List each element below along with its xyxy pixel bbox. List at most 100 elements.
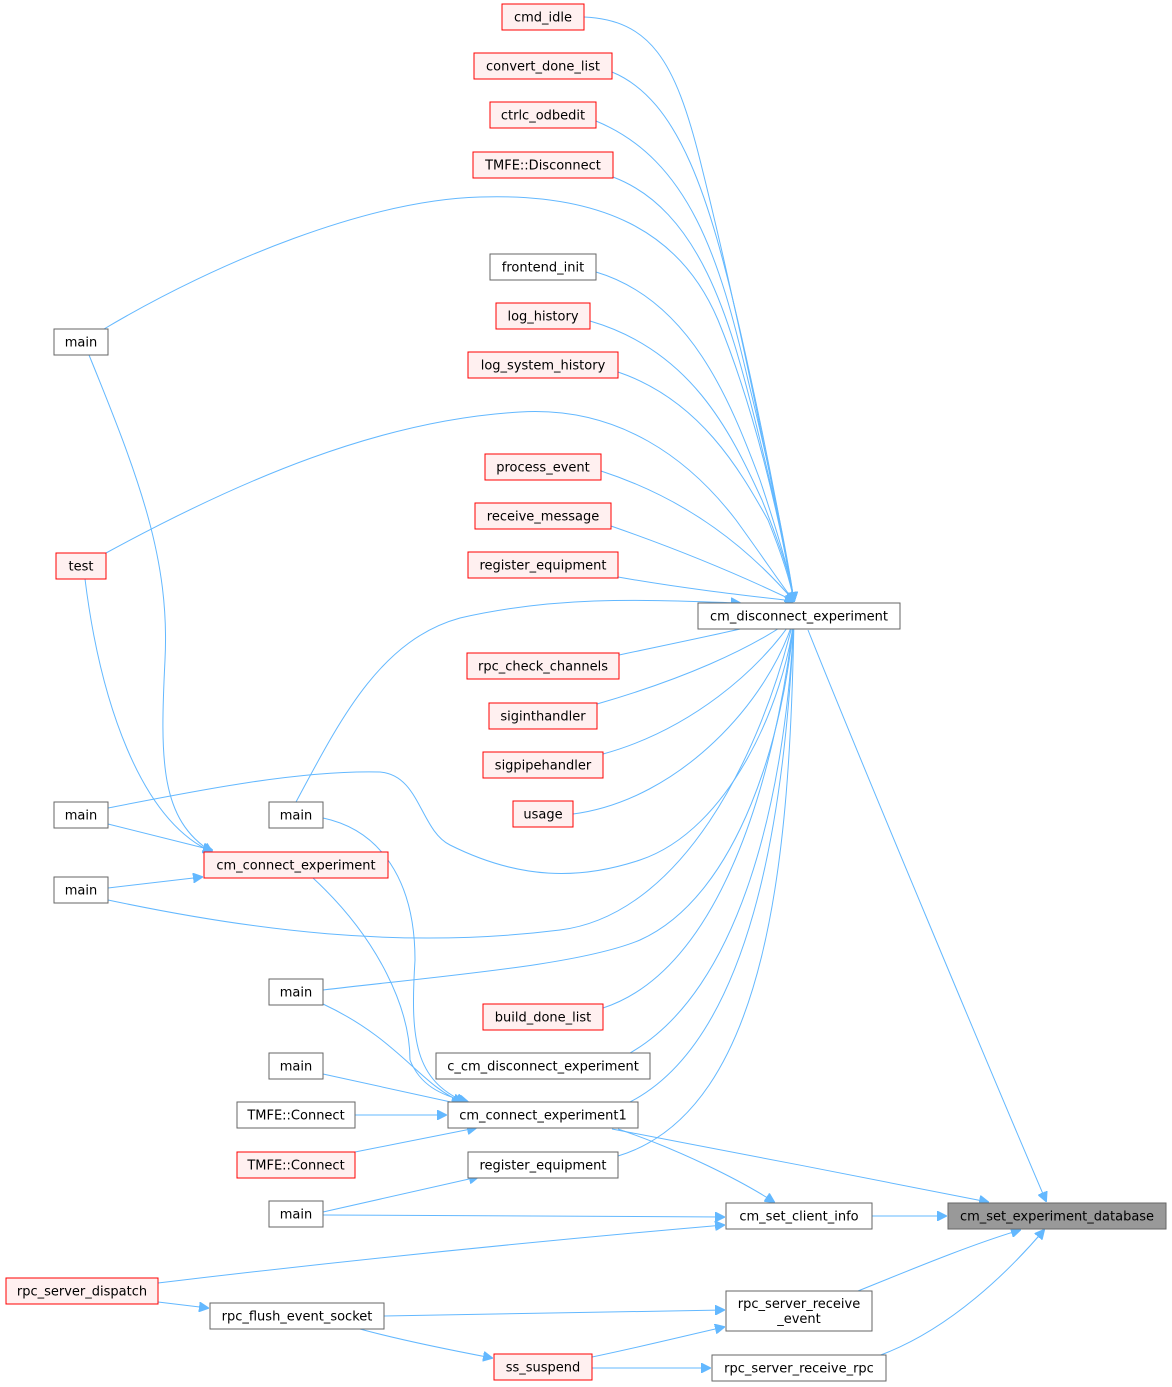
edge-frontend_init-to-cm_disconnect_experiment: [595, 271, 794, 601]
node-log-system-history[interactable]: log_system_history: [467, 351, 619, 379]
node-label: frontend_init: [502, 261, 584, 276]
edge-main_g-to-register_equipment_plain: [322, 1177, 478, 1213]
node-label: siginthandler: [500, 710, 586, 725]
node-label: main: [280, 986, 312, 1001]
node-label: sigpipehandler: [495, 759, 592, 774]
node-label: cm_connect_experiment: [216, 859, 375, 874]
node-label: rpc_server_receive_rpc: [724, 1362, 874, 1377]
node-rpc-server-receive-rpc[interactable]: rpc_server_receive_rpc: [711, 1354, 887, 1382]
node-main-b[interactable]: main: [53, 801, 109, 829]
edge-main_g-to-cm_set_client_info: [322, 1215, 724, 1217]
node-register-equipment-plain[interactable]: register_equipment: [467, 1151, 619, 1179]
node-label: receive_message: [487, 510, 599, 525]
edge-sigpipehandler-to-cm_disconnect_experiment: [602, 618, 794, 755]
node-label: main: [280, 809, 312, 824]
node-label: cmd_idle: [514, 11, 572, 26]
edge-main_d-to-cm_disconnect_experiment: [107, 618, 794, 939]
edge-main_a-to-cm_connect_experiment: [88, 354, 212, 852]
node-log-history[interactable]: log_history: [495, 302, 591, 330]
edge-rpc_flush_event_socket-to-rpc_server_receive_event: [383, 1310, 724, 1317]
node-main-c[interactable]: main: [268, 801, 324, 829]
node-label: register_equipment: [480, 1159, 607, 1174]
node-main-e[interactable]: main: [268, 978, 324, 1006]
edge-cm_connect_experiment1-to-cm_disconnect_experiment: [629, 618, 794, 1103]
edge-main_c-to-cm_connect_experiment1: [322, 817, 465, 1102]
edge-test-to-cm_disconnect_experiment: [105, 411, 794, 601]
node-label: build_done_list: [495, 1011, 592, 1026]
node-rpc-check-channels[interactable]: rpc_check_channels: [466, 652, 620, 680]
node-label: main: [65, 809, 97, 824]
node-ss-suspend[interactable]: ss_suspend: [493, 1353, 593, 1381]
edge-tmfe_connect_red-to-cm_connect_experiment1: [354, 1128, 476, 1153]
node-main-f[interactable]: main: [268, 1052, 324, 1080]
node-rpc-flush-event-socket[interactable]: rpc_flush_event_socket: [209, 1302, 385, 1330]
node-cm-connect-experiment1[interactable]: cm_connect_experiment1: [447, 1101, 639, 1129]
edge-cm_connect_experiment1-to-cm_set_client_info: [617, 1128, 774, 1202]
node-cm-set-experiment-database[interactable]: cm_set_experiment_database: [947, 1202, 1167, 1230]
node-receive-message[interactable]: receive_message: [474, 502, 612, 530]
node-label: convert_done_list: [486, 60, 600, 75]
node-label: cm_set_client_info: [739, 1210, 858, 1225]
node-cm-connect-experiment[interactable]: cm_connect_experiment: [203, 851, 389, 879]
edge-rpc_server_receive_rpc-to-cm_set_experiment_database: [877, 1230, 1044, 1357]
node-sigpipehandler[interactable]: sigpipehandler: [482, 751, 604, 779]
node-label: rpc_server_dispatch: [17, 1285, 147, 1300]
edge-receive_message-to-cm_disconnect_experiment: [610, 525, 794, 601]
node-label: main: [280, 1060, 312, 1075]
edge-tmfe_disconnect-to-cm_disconnect_experiment: [612, 176, 794, 601]
node-label: main: [280, 1208, 312, 1223]
node-label: ss_suspend: [506, 1361, 581, 1376]
edge-rpc_server_receive_event-to-cm_set_experiment_database: [857, 1230, 1020, 1292]
node-rpc-server-dispatch[interactable]: rpc_server_dispatch: [5, 1277, 159, 1305]
node-label: main: [65, 884, 97, 899]
node-tmfe-connect-plain[interactable]: TMFE::Connect: [236, 1101, 356, 1129]
node-tmfe-disconnect[interactable]: TMFE::Disconnect: [472, 151, 614, 179]
node-rpc-server-receive-event[interactable]: rpc_server_receive_event: [725, 1290, 873, 1332]
node-cm-set-client-info[interactable]: cm_set_client_info: [725, 1202, 873, 1230]
node-label: rpc_flush_event_socket: [222, 1310, 373, 1325]
node-main-g[interactable]: main: [268, 1200, 324, 1228]
node-frontend-init[interactable]: frontend_init: [489, 253, 597, 281]
node-label: cm_connect_experiment1: [459, 1109, 627, 1124]
node-label: test: [69, 560, 94, 575]
node-label: main: [65, 336, 97, 351]
node-usage[interactable]: usage: [512, 800, 574, 828]
node-process-event[interactable]: process_event: [484, 453, 602, 481]
edge-cmd_idle-to-cm_disconnect_experiment: [583, 16, 794, 601]
node-register-equipment-red[interactable]: register_equipment: [467, 551, 619, 579]
node-label: register_equipment: [480, 559, 607, 574]
node-cmd-idle[interactable]: cmd_idle: [501, 3, 585, 31]
node-cm-disconnect-experiment[interactable]: cm_disconnect_experiment: [697, 602, 901, 630]
edge-rpc_server_dispatch-to-cm_set_client_info: [157, 1225, 724, 1284]
node-label: TMFE::Connect: [246, 1109, 344, 1124]
edge-cm_disconnect_experiment-to-cm_set_experiment_database: [807, 629, 1046, 1201]
node-main-d[interactable]: main: [53, 876, 109, 904]
node-label: TMFE::Connect: [246, 1159, 344, 1174]
node-label: log_history: [507, 310, 578, 325]
node-label: usage: [523, 808, 562, 823]
edge-rpc_flush_event_socket-to-ss_suspend: [359, 1328, 492, 1358]
edge-rpc_server_dispatch-to-rpc_flush_event_socket: [157, 1301, 208, 1308]
edge-usage-to-cm_disconnect_experiment: [572, 618, 794, 815]
edge-log_history-to-cm_disconnect_experiment: [589, 320, 794, 601]
node-c-cm-disconnect-experiment[interactable]: c_cm_disconnect_experiment: [435, 1052, 651, 1080]
edge-cm_connect_experiment1-to-cm_set_experiment_database: [611, 1128, 988, 1202]
edge-c_cm_disconnect_experiment-to-cm_disconnect_experiment: [629, 618, 794, 1054]
edge-register_equipment_plain-to-cm_disconnect_experiment: [617, 618, 794, 1157]
node-tmfe-connect-red[interactable]: TMFE::Connect: [236, 1151, 356, 1179]
node-build-done-list[interactable]: build_done_list: [482, 1003, 604, 1031]
edge-ctrlc_odbedit-to-cm_disconnect_experiment: [595, 120, 794, 601]
edge-main_f-to-cm_connect_experiment1: [322, 1073, 460, 1104]
node-main-a[interactable]: main: [53, 328, 109, 356]
edge-register_equipment_red-to-cm_disconnect_experiment: [617, 576, 794, 601]
edge-siginthandler-to-cm_disconnect_experiment: [596, 618, 794, 705]
node-convert-done-list[interactable]: convert_done_list: [473, 52, 613, 80]
node-ctrlc-odbedit[interactable]: ctrlc_odbedit: [489, 101, 597, 129]
edge-main_b-to-cm_disconnect_experiment: [107, 618, 794, 874]
node-test[interactable]: test: [55, 552, 107, 580]
edge-ss_suspend-to-rpc_server_receive_event: [591, 1327, 724, 1358]
node-label: rpc_server_receive_event: [738, 1297, 860, 1327]
node-siginthandler[interactable]: siginthandler: [488, 702, 598, 730]
edge-cm_connect_experiment-to-cm_connect_experiment1: [312, 877, 468, 1102]
